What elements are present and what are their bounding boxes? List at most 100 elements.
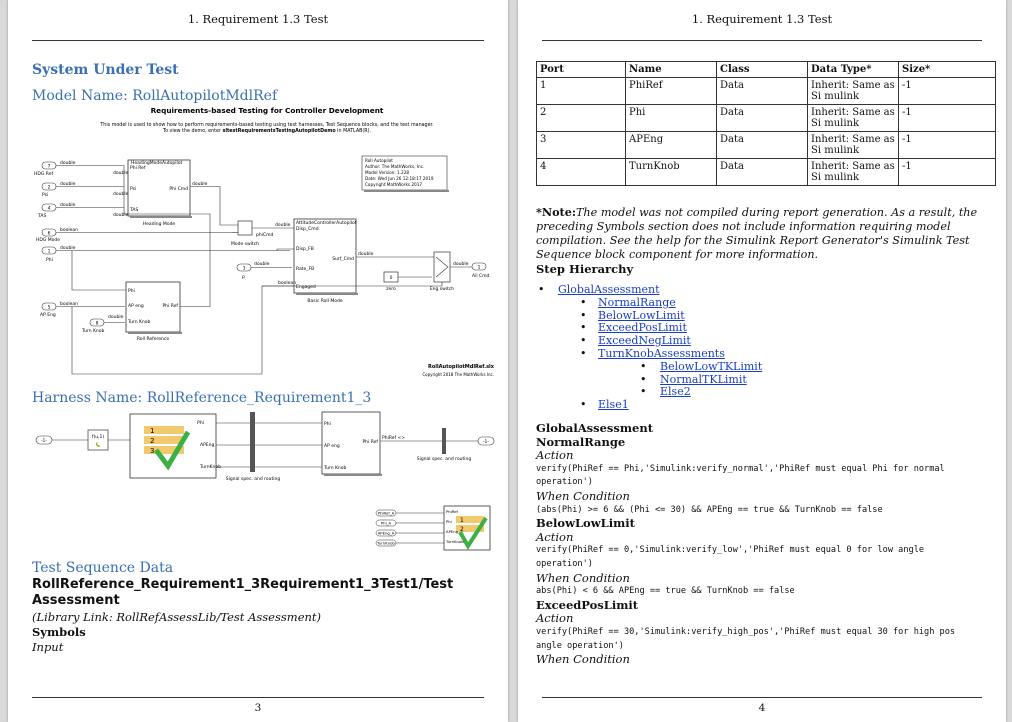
list-item: ExceedPosLimit [558,321,762,335]
list-item: BelowLowTKLimit [598,359,763,374]
svg-text:Phi: Phi [324,421,331,427]
col-name: Name [625,61,717,78]
link-else1[interactable]: Else1 [598,398,629,412]
when-label: When Condition [536,570,630,585]
model-name: Model Name: RollAutopilotMdlRef [32,88,278,104]
svg-text:AP eng: AP eng [128,303,144,309]
step-name: GlobalAssessment [536,421,654,435]
cell: 3 [536,131,626,159]
svg-text:HeadingModeAutopilot: HeadingModeAutopilot [131,160,183,166]
svg-text:Psi: Psi [130,186,136,192]
inport-p: 3 double p [236,261,292,280]
section-title: System Under Test [32,62,179,78]
svg-text:Turn Knob: Turn Knob [81,328,105,334]
link-below-low-limit[interactable]: BelowLowLimit [598,308,685,322]
harness-name: Harness Name: RollReference_Requirement1… [32,390,372,406]
library-link: (Library Link: RollRefAssessLib/Test Ass… [32,610,322,624]
header-rule [542,40,982,41]
svg-text:5: 5 [48,305,51,311]
svg-text:Phi: Phi [128,288,135,294]
inport-psi: 2 double Psi [41,181,124,198]
table-row: 3 APEng Data Inherit: Same as Si mulink … [536,131,996,159]
slx-name: RollAutopilotMdlRef.slx [428,364,495,370]
list-item: Else1 [558,398,762,412]
svg-text:Engaged: Engaged [296,284,316,290]
page-header: 1. Requirement 1.3 Test [187,12,329,26]
model-info-box [361,155,448,191]
action-label: Action [536,448,574,463]
inport-hdg-ref: 7 double HDG Ref [34,160,124,177]
cell: Data [716,104,808,132]
svg-text:Model Version: 1.228: Model Version: 1.228 [365,170,409,175]
heading-mode-block: HeadingModeAutopilot Phi Ref Psi TAS Phi… [113,159,238,227]
link-below-low-tk-limit[interactable]: BelowLowTKLimit [660,359,763,373]
svg-text:zero: zero [386,286,396,292]
svg-text:Phi: Phi [446,519,452,524]
svg-text:double: double [254,261,270,267]
symbols-table: Port Name Class Data Type* Size* 1 PhiRe… [536,61,996,186]
link-turnknob-assessments[interactable]: TurnKnobAssessments [598,346,725,360]
link-global-assessment[interactable]: GlobalAssessment [558,283,660,296]
svg-text:TAS: TAS [129,207,138,213]
list-item: Else2 [598,385,762,399]
action-label: Action [536,611,574,626]
svg-text:double: double [60,160,76,166]
svg-text:TurnKnob: TurnKnob [199,464,221,470]
link-else2[interactable]: Else2 [660,385,691,399]
cell: Phi [625,104,717,132]
diagram-desc1: This model is used to show how to perfor… [99,122,433,128]
svg-text:Disp_Cmd: Disp_Cmd [296,226,319,232]
assessment-title: RollReference_Requirement1_3Requirement1… [32,577,454,608]
table-header-row: Port Name Class Data Type* Size* [536,61,996,78]
svg-text:Roll Autopilot: Roll Autopilot [365,158,393,163]
svg-text:double: double [60,202,76,208]
attitude-controller-block: AttitudeControllerAutopilot Disp_Cmd Dis… [71,218,443,375]
roll-reference-block: Phi AP eng Turn Knob Phi Ref Roll Refere… [71,165,211,342]
link-exceed-pos-limit[interactable]: ExceedPosLimit [598,321,687,335]
svg-text:Turn Knob: Turn Knob [323,465,347,471]
svg-text:APEng: APEng [200,442,214,448]
svg-text:AP Eng: AP Eng [40,312,56,318]
svg-text:Turn Knob: Turn Knob [127,319,151,325]
svg-text:f(u,1): f(u,1) [92,434,104,440]
svg-text:1: 1 [48,249,51,255]
svg-text:Phi: Phi [197,420,204,426]
step-name: BelowLowLimit [536,516,635,531]
svg-text:AP eng: AP eng [324,443,340,449]
svg-text:Phi Ref: Phi Ref [162,303,178,309]
table-row: 4 TurnKnob Data Inherit: Same as Si muli… [536,158,996,186]
svg-text:Author: The MathWorks, Inc.: Author: The MathWorks, Inc. [365,164,424,169]
model-diagram: Requirements-based Testing for Controlle… [34,106,495,377]
svg-text:🐛: 🐛 [95,441,101,448]
svg-text:double: double [113,191,129,197]
signal-spec-bar [250,412,255,472]
link-normal-range[interactable]: NormalRange [598,295,676,309]
cell: -1 [898,104,996,132]
harness-outport [477,436,495,446]
sut-block [321,411,381,475]
action-code: verify(PhiRef == 0,'Simulink:verify_low'… [536,545,925,556]
svg-text:Date: Wed Jun 26 12:18:17 2019: Date: Wed Jun 26 12:18:17 2019 [365,176,434,181]
svg-text:HDG Mode: HDG Mode [36,237,60,243]
cell: PhiRef [625,77,717,105]
action-code-cont: angle operation') [536,640,624,651]
model-info-lines: Roll Autopilot Author: The MathWorks, In… [365,158,434,187]
action-code-cont: operation') [536,558,593,569]
cell: TurnKnob [625,158,717,186]
svg-text:Phi_A: Phi_A [381,521,392,526]
step-name: ExceedPosLimit [536,597,639,612]
slx-copyright: Copyright 2018 The MathWorks Inc. [422,372,494,377]
diagram-desc2: To view the demo, enter sltestRequiremen… [162,128,371,134]
link-normal-tk-limit[interactable]: NormalTKLimit [660,372,747,386]
svg-text:PhiRef_A: PhiRef_A [378,511,395,516]
list-item: BelowLowLimit [558,308,762,323]
svg-text:Eng switch: Eng switch [430,286,454,292]
link-exceed-neg-limit[interactable]: ExceedNegLimit [598,334,691,348]
action-label: Action [536,529,574,544]
zero-constant: 0 zero [383,271,432,292]
svg-text:Surf_Cmd: Surf_Cmd [332,256,354,262]
test-sequence-title: Test Sequence Data [32,560,174,576]
action-code: verify(PhiRef == Phi,'Simulink:verify_no… [536,463,945,474]
step-details: GlobalAssessment NormalRange Action veri… [536,421,996,667]
compile-note: *Note:The model was not compiled during … [536,205,991,276]
